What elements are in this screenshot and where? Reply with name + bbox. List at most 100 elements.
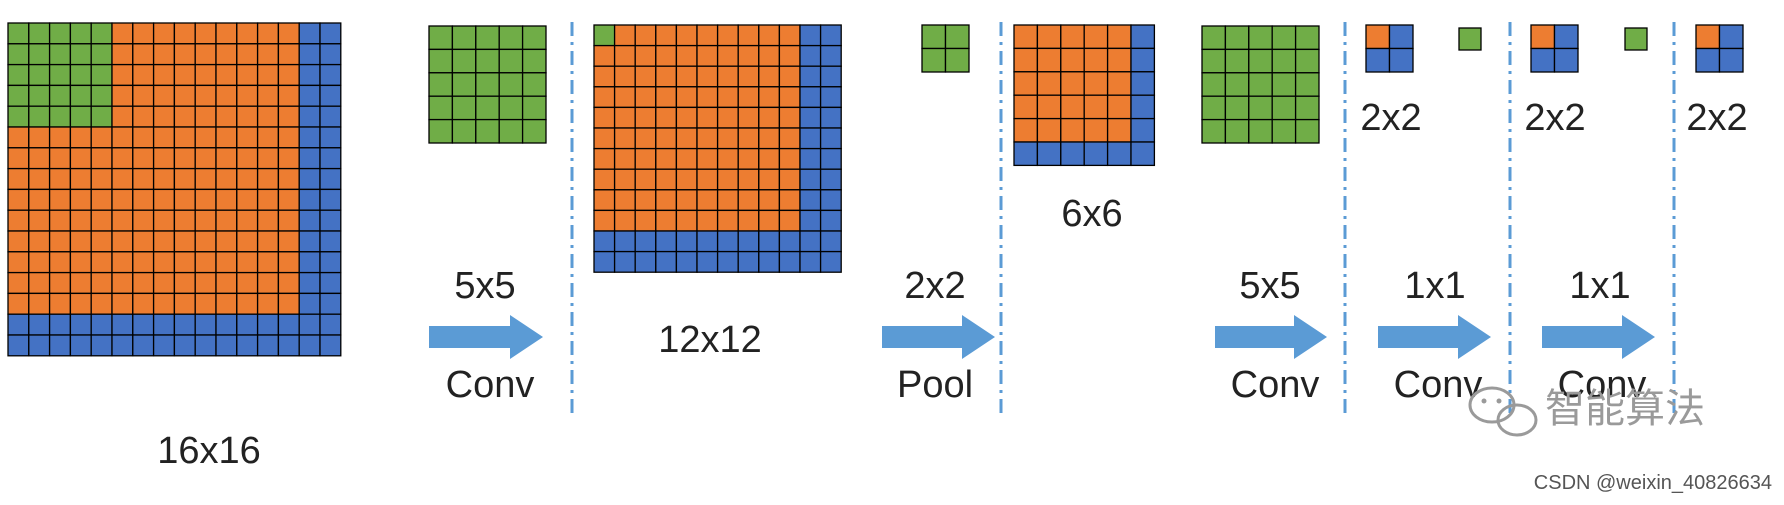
grid-cell [696,106,719,129]
grid-cell [921,24,947,50]
grid-cell [634,127,657,150]
grid-cell [152,126,176,149]
grid-cell [634,147,657,170]
grid-cell [69,188,92,211]
grid-cell [111,313,134,336]
grid-cell [48,334,72,357]
grid-cell [1130,117,1156,143]
grid-cell [778,44,801,67]
grid-cell [28,22,51,45]
grid-cell [194,209,217,232]
grid-cell [1060,47,1085,73]
grid-cell [655,189,678,212]
grid-cell [451,72,477,97]
grid-cell [28,209,51,232]
grid-cell [1294,25,1320,51]
grid-cell [1553,24,1579,50]
grid-cell [111,188,134,211]
grid-cell [236,188,259,211]
feature-map-2x2-label-c: 2x2 [1686,97,1747,139]
grid-cell [1271,95,1297,121]
grid-cell [152,167,176,191]
grid-cell [1106,94,1132,120]
grid-cell [298,147,321,170]
grid-cell [716,189,739,212]
grid-cell [28,230,51,253]
grid-cell [7,22,30,45]
grid-cell [799,147,822,170]
grid-cell [90,105,113,128]
grid-cell [593,250,616,273]
grid-cell [819,65,842,88]
grid-cell [28,251,51,274]
grid-cell [69,313,92,336]
grid-cell [319,126,342,149]
grid-cell [298,313,321,336]
grid-cell [7,230,30,253]
conv2-kernel-label: 5x5 [1239,265,1300,307]
grid-cell [799,230,822,253]
grid-cell [256,292,280,315]
grid-cell [277,209,300,232]
grid-cell [152,43,176,66]
grid-cell [319,230,342,253]
grid-cell [778,106,801,129]
grid-cell [521,25,547,51]
grid-cell [256,22,280,45]
grid-cell [716,106,739,129]
grid-cell [298,188,321,211]
grid-cell [716,65,739,88]
grid-cell [28,188,51,211]
grid-cell [277,126,300,149]
grid-cell [696,168,719,191]
grid-cell [277,63,300,87]
grid-cell [451,25,477,51]
grid-cell [111,84,134,107]
grid-cell [132,334,155,357]
grid-cell [48,251,72,274]
grid-cell [111,334,134,357]
grid-cell [69,167,92,191]
grid-cell [194,271,217,295]
grid-cell [256,334,280,357]
grid-cell [256,230,280,253]
grid-cell [593,189,616,212]
grid-cell [716,24,739,47]
grid-cell [277,334,300,357]
grid-cell [1271,118,1297,144]
grid-cell [498,48,524,74]
grid-cell [173,292,196,315]
grid-cell [758,106,781,129]
feature-map-2x2-label-a: 2x2 [1360,97,1421,139]
grid-cell [7,292,30,315]
grid-cell [236,209,259,232]
grid-cell [298,126,321,149]
grid-cell [236,22,259,45]
grid-cell [1294,72,1320,97]
grid-cell [1201,95,1227,121]
grid-cell [799,127,822,150]
grid-cell [319,251,342,274]
grid-cell [69,43,92,66]
grid-cell [1458,27,1482,51]
grid-cell [277,188,300,211]
grid-cell [819,209,842,232]
grid-cell [298,22,321,45]
grid-cell [778,230,801,253]
grid-cell [48,22,72,45]
grid-cell [655,65,678,88]
grid-cell [152,209,176,232]
grid-cell [277,105,300,128]
grid-cell [90,230,113,253]
grid-cell [132,84,155,107]
grid-cell [215,105,238,128]
grid-cell [1036,47,1062,73]
grid-cell [778,168,801,191]
grid-cell [1201,48,1227,74]
grid-cell [696,230,719,253]
grid-cell [28,313,51,336]
pool-kernel-label: 2x2 [904,265,965,307]
grid-cell [298,292,321,315]
grid-cell [593,106,616,129]
